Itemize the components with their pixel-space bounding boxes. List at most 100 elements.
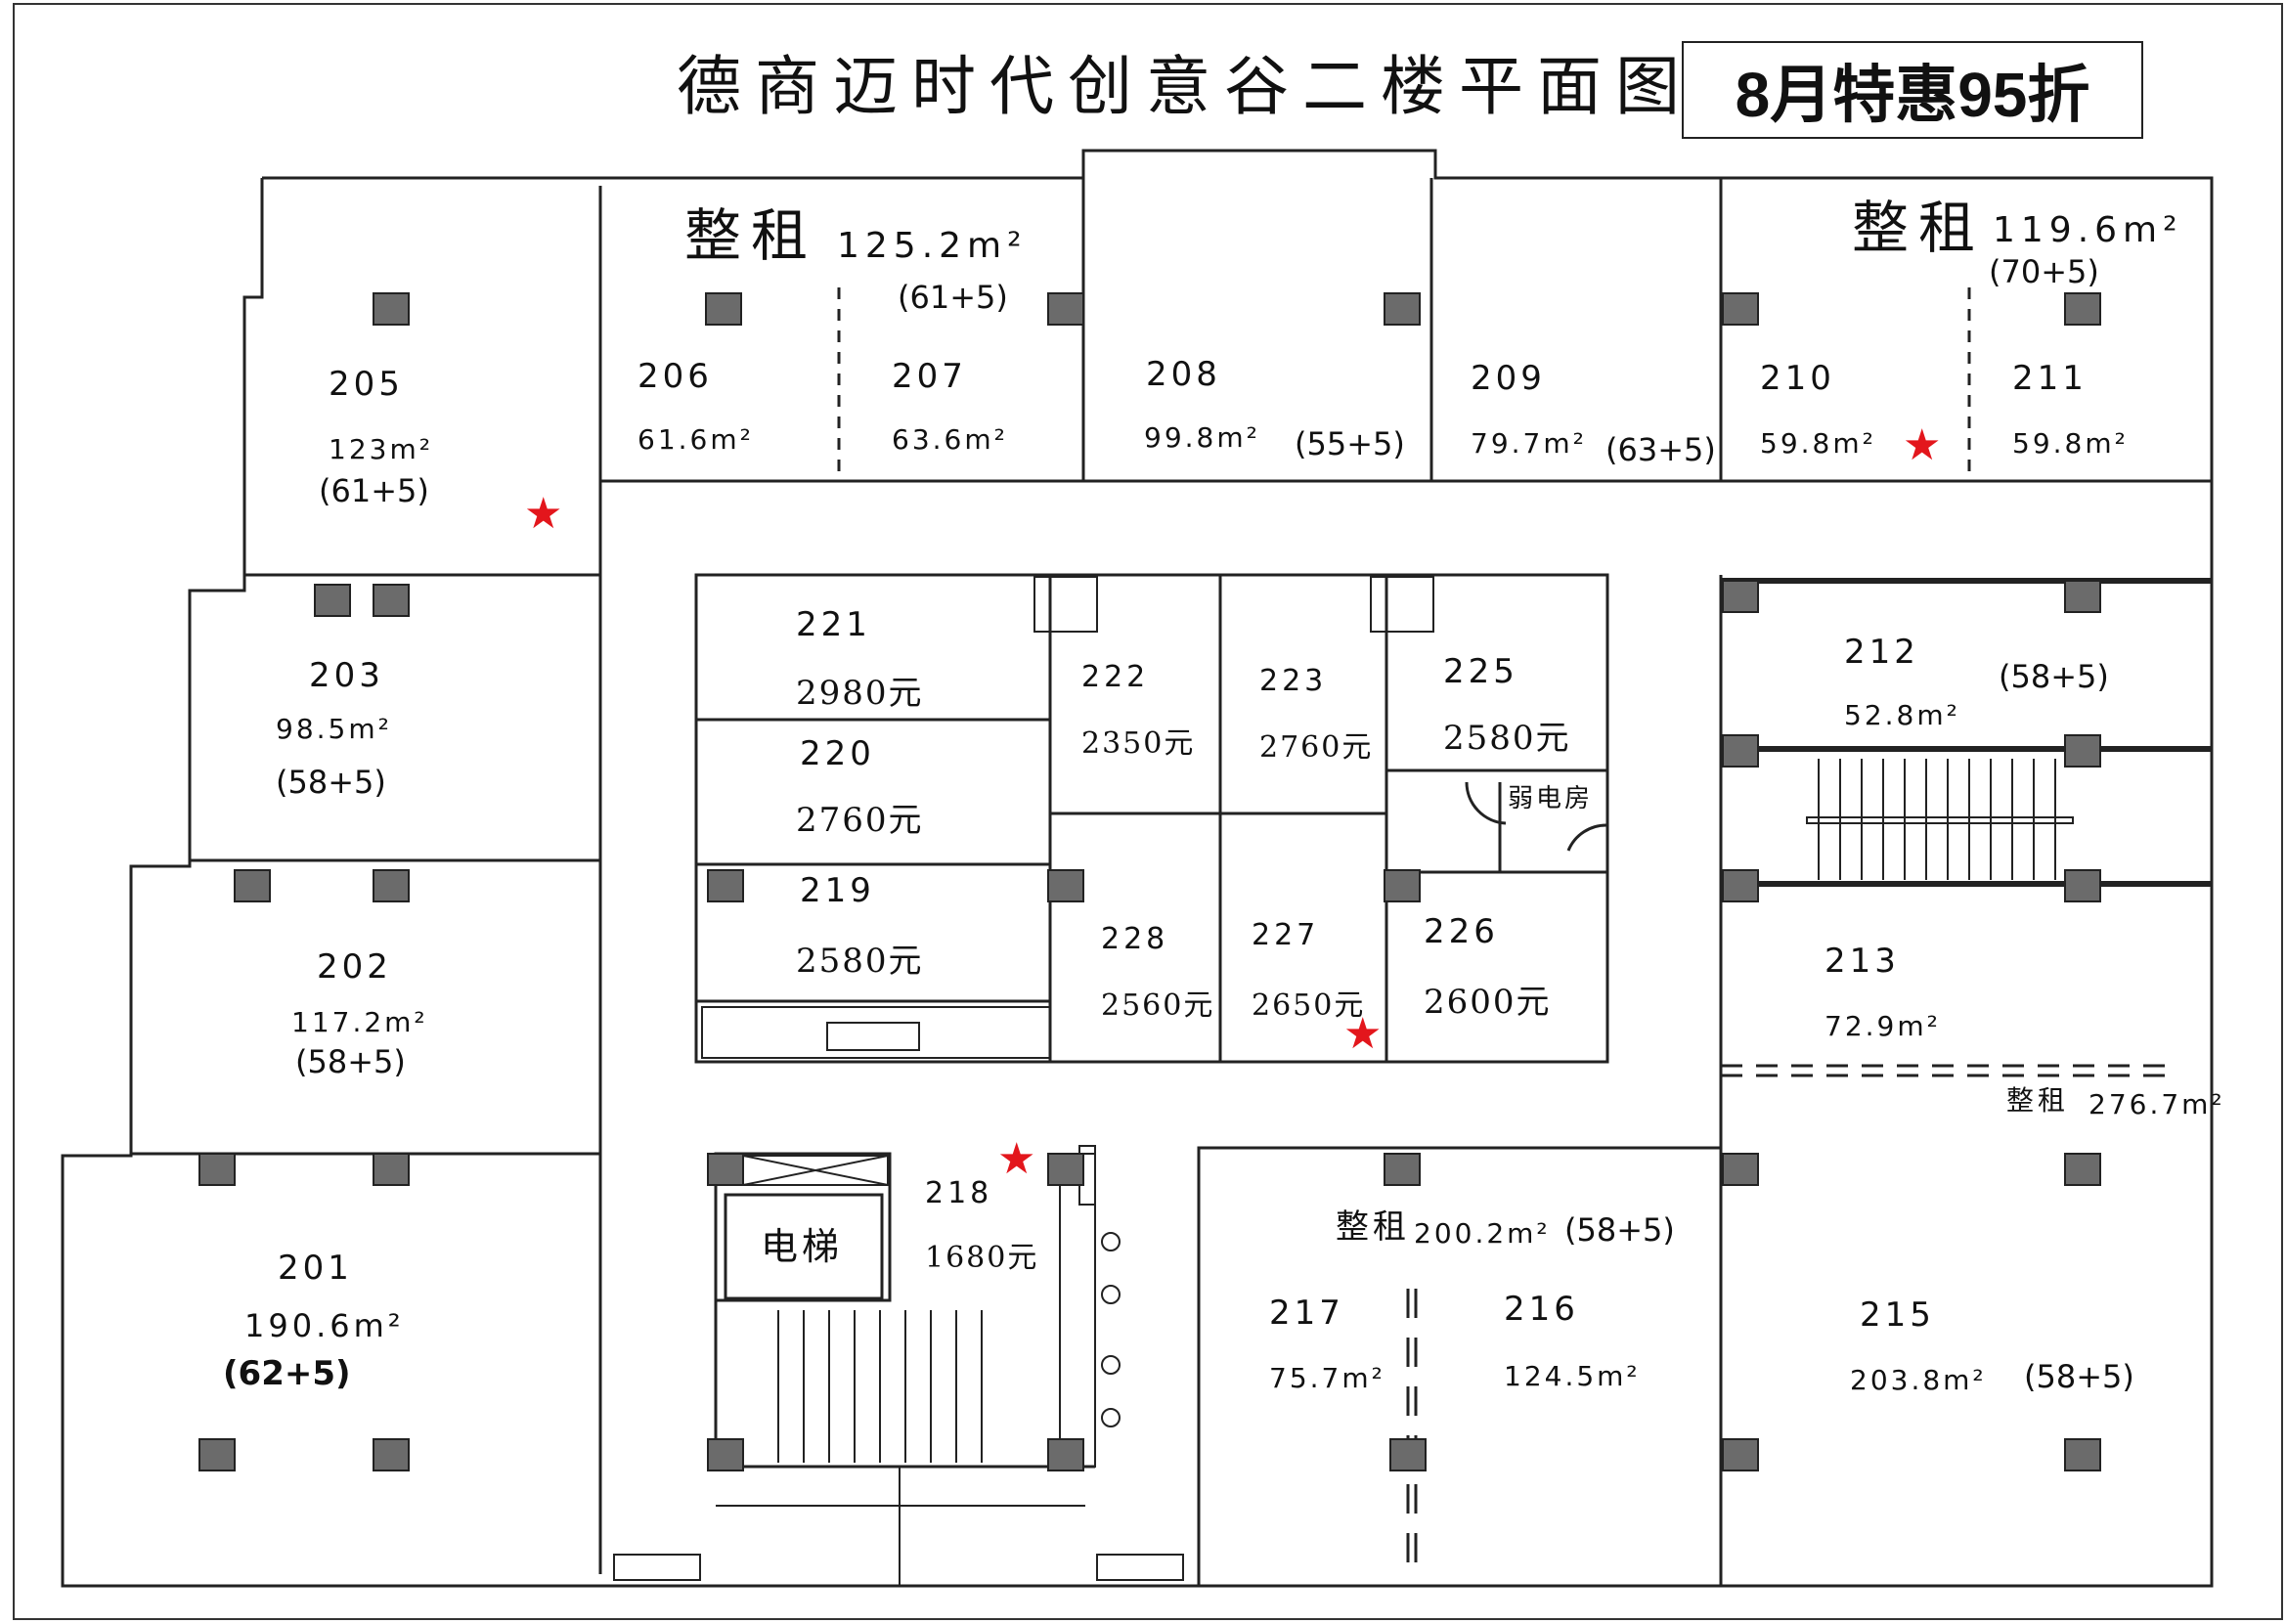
column-square bbox=[373, 584, 410, 617]
elevator-cross-line bbox=[742, 1155, 889, 1186]
elevator-car bbox=[724, 1193, 884, 1300]
central-block bbox=[694, 573, 1609, 1064]
shaft-box bbox=[1370, 576, 1434, 633]
column-square bbox=[234, 869, 271, 902]
column-square bbox=[1722, 292, 1759, 326]
room-219-price: 2580元 bbox=[796, 942, 924, 981]
column-square bbox=[2064, 869, 2101, 902]
room-203-area: 98.5m² bbox=[276, 713, 392, 745]
vent-left bbox=[613, 1554, 701, 1581]
room-209-note: (63+5) bbox=[1605, 431, 1716, 468]
stair-landing bbox=[1806, 816, 2074, 824]
column-square bbox=[373, 869, 410, 902]
column-square bbox=[1384, 292, 1421, 326]
room-228-number: 228 bbox=[1101, 922, 1169, 956]
stairs-core bbox=[777, 1310, 983, 1463]
page-frame bbox=[13, 3, 2283, 1620]
room-205-number: 205 bbox=[329, 365, 404, 404]
column-square bbox=[314, 584, 351, 617]
room-219-number: 219 bbox=[800, 871, 875, 910]
weak-room-door bbox=[1465, 781, 1507, 825]
room-202-number: 202 bbox=[317, 947, 392, 987]
room-218-price: 1680元 bbox=[925, 1241, 1039, 1275]
page-title: 德商迈时代创意谷二楼平面图 bbox=[677, 49, 1693, 124]
room-201-note: (62+5) bbox=[223, 1354, 351, 1393]
stairs-right bbox=[1818, 759, 2056, 880]
whole-rent-label: 整租 bbox=[1336, 1207, 1410, 1247]
room-203-note: (58+5) bbox=[276, 764, 386, 801]
whole-rent-area: 200.2m² bbox=[1414, 1217, 1551, 1250]
column-square bbox=[1047, 1153, 1084, 1186]
column-square bbox=[1722, 1153, 1759, 1186]
room-217-area: 75.7m² bbox=[1269, 1362, 1385, 1394]
drain-icon bbox=[1101, 1285, 1121, 1304]
room-202-note: (58+5) bbox=[295, 1043, 406, 1080]
column-square bbox=[705, 292, 742, 326]
room-208-number: 208 bbox=[1146, 355, 1221, 394]
column-square bbox=[1384, 1153, 1421, 1186]
column-square bbox=[2064, 580, 2101, 613]
room-208-area: 99.8m² bbox=[1144, 421, 1260, 454]
room-212-number: 212 bbox=[1844, 633, 1919, 672]
whole-rent-area: 125.2m² bbox=[837, 226, 1028, 266]
vent-right bbox=[1096, 1554, 1184, 1581]
drain-icon bbox=[1101, 1232, 1121, 1251]
whole-rent-label: 整租 bbox=[1852, 195, 1986, 261]
room-223-price: 2760元 bbox=[1259, 730, 1374, 765]
room-206-area: 61.6m² bbox=[637, 423, 754, 456]
room-216-area: 124.5m² bbox=[1504, 1360, 1641, 1392]
room-213-area: 72.9m² bbox=[1824, 1010, 1941, 1042]
room-201-area: 190.6m² bbox=[244, 1307, 405, 1344]
room-209-number: 209 bbox=[1471, 359, 1546, 398]
room-209-area: 79.7m² bbox=[1471, 427, 1587, 460]
column-square bbox=[2064, 734, 2101, 768]
column-square bbox=[1384, 869, 1421, 902]
room-210-area: 59.8m² bbox=[1760, 427, 1876, 460]
drain-icon bbox=[1101, 1408, 1121, 1427]
whole-rent-note: (58+5) bbox=[1564, 1211, 1675, 1249]
bench-row bbox=[701, 1006, 1051, 1059]
room-215-area: 203.8m² bbox=[1850, 1364, 1987, 1396]
weak-room-door-2 bbox=[1566, 823, 1608, 852]
column-square bbox=[2064, 1438, 2101, 1471]
column-square bbox=[1047, 869, 1084, 902]
room-201-number: 201 bbox=[278, 1249, 353, 1288]
room-225-price: 2580元 bbox=[1443, 719, 1571, 758]
whole-rent-label: 整租 bbox=[684, 202, 818, 269]
column-square bbox=[707, 869, 744, 902]
column-square bbox=[1047, 1438, 1084, 1471]
column-square bbox=[707, 1153, 744, 1186]
room-211-area: 59.8m² bbox=[2012, 427, 2129, 460]
bench-window bbox=[826, 1022, 920, 1051]
building-outline bbox=[61, 149, 2214, 1588]
room-218-number: 218 bbox=[925, 1176, 993, 1210]
room-211-number: 211 bbox=[2012, 359, 2088, 398]
room-226-number: 226 bbox=[1424, 912, 1499, 951]
room-221-number: 221 bbox=[796, 605, 871, 644]
room-227-number: 227 bbox=[1252, 918, 1320, 952]
drain-icon bbox=[1101, 1355, 1121, 1375]
room-222-price: 2350元 bbox=[1081, 726, 1196, 761]
room-206-number: 206 bbox=[637, 357, 713, 396]
column-square bbox=[1722, 1438, 1759, 1471]
room-212-note: (58+5) bbox=[1999, 658, 2109, 695]
star-icon: ★ bbox=[1343, 1009, 1383, 1059]
elevator-cross bbox=[742, 1155, 889, 1186]
whole-rent-area: 119.6m² bbox=[1993, 210, 2183, 250]
star-icon: ★ bbox=[524, 489, 563, 539]
whole-rent-note: (61+5) bbox=[898, 279, 1008, 316]
room-216-number: 216 bbox=[1504, 1290, 1579, 1329]
shaft-box bbox=[1033, 576, 1098, 633]
room-220-number: 220 bbox=[800, 734, 875, 773]
room-215-number: 215 bbox=[1860, 1295, 1935, 1335]
room-205-note: (61+5) bbox=[319, 472, 429, 509]
block-216-outline bbox=[1197, 1146, 1721, 1586]
column-square bbox=[373, 292, 410, 326]
column-square bbox=[2064, 1153, 2101, 1186]
room-217-number: 217 bbox=[1269, 1294, 1344, 1333]
column-square bbox=[373, 1438, 410, 1471]
weak-current-room-label: 弱电房 bbox=[1508, 784, 1594, 813]
room-213-number: 213 bbox=[1824, 942, 1900, 981]
star-icon: ★ bbox=[997, 1134, 1036, 1184]
